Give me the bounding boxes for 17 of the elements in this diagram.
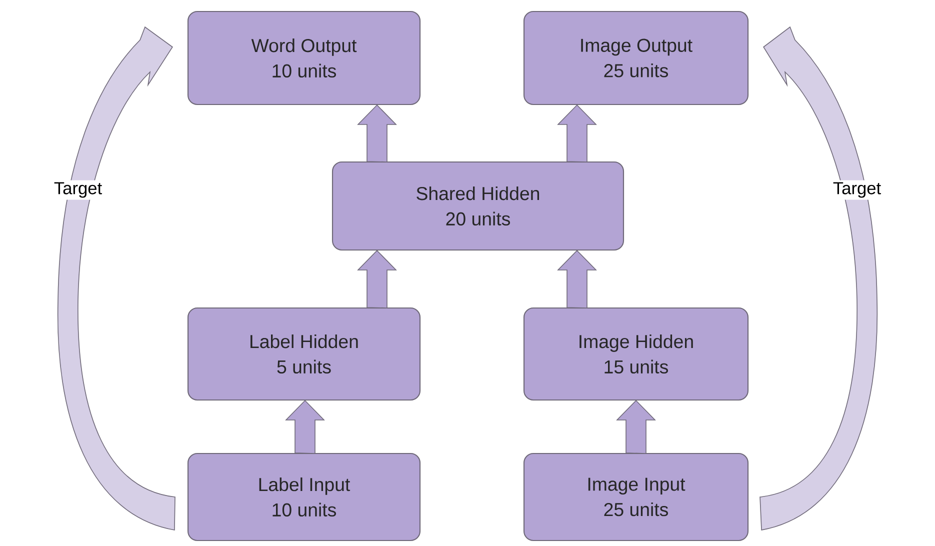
edge-label: Target [830, 180, 884, 200]
curved-arrow [58, 26, 176, 530]
block-arrow [557, 104, 597, 162]
layer-box: Image Hidden 15 units [523, 307, 749, 401]
edge-label: Target [52, 180, 104, 200]
block-arrow [616, 400, 656, 454]
layer-box: Image Input 25 units [523, 452, 749, 542]
layer-box: Label Hidden 5 units [187, 307, 421, 401]
block-arrow [357, 250, 397, 308]
layer-box: Shared Hidden 20 units [332, 161, 624, 251]
layer-box: Label Input 10 units [187, 452, 421, 542]
block-arrow [285, 400, 325, 454]
layer-box: Image Output 25 units [523, 10, 749, 106]
curved-arrow [760, 26, 878, 530]
block-arrow [557, 250, 597, 308]
block-arrow [357, 104, 397, 162]
layer-box: Word Output 10 units [187, 10, 421, 106]
